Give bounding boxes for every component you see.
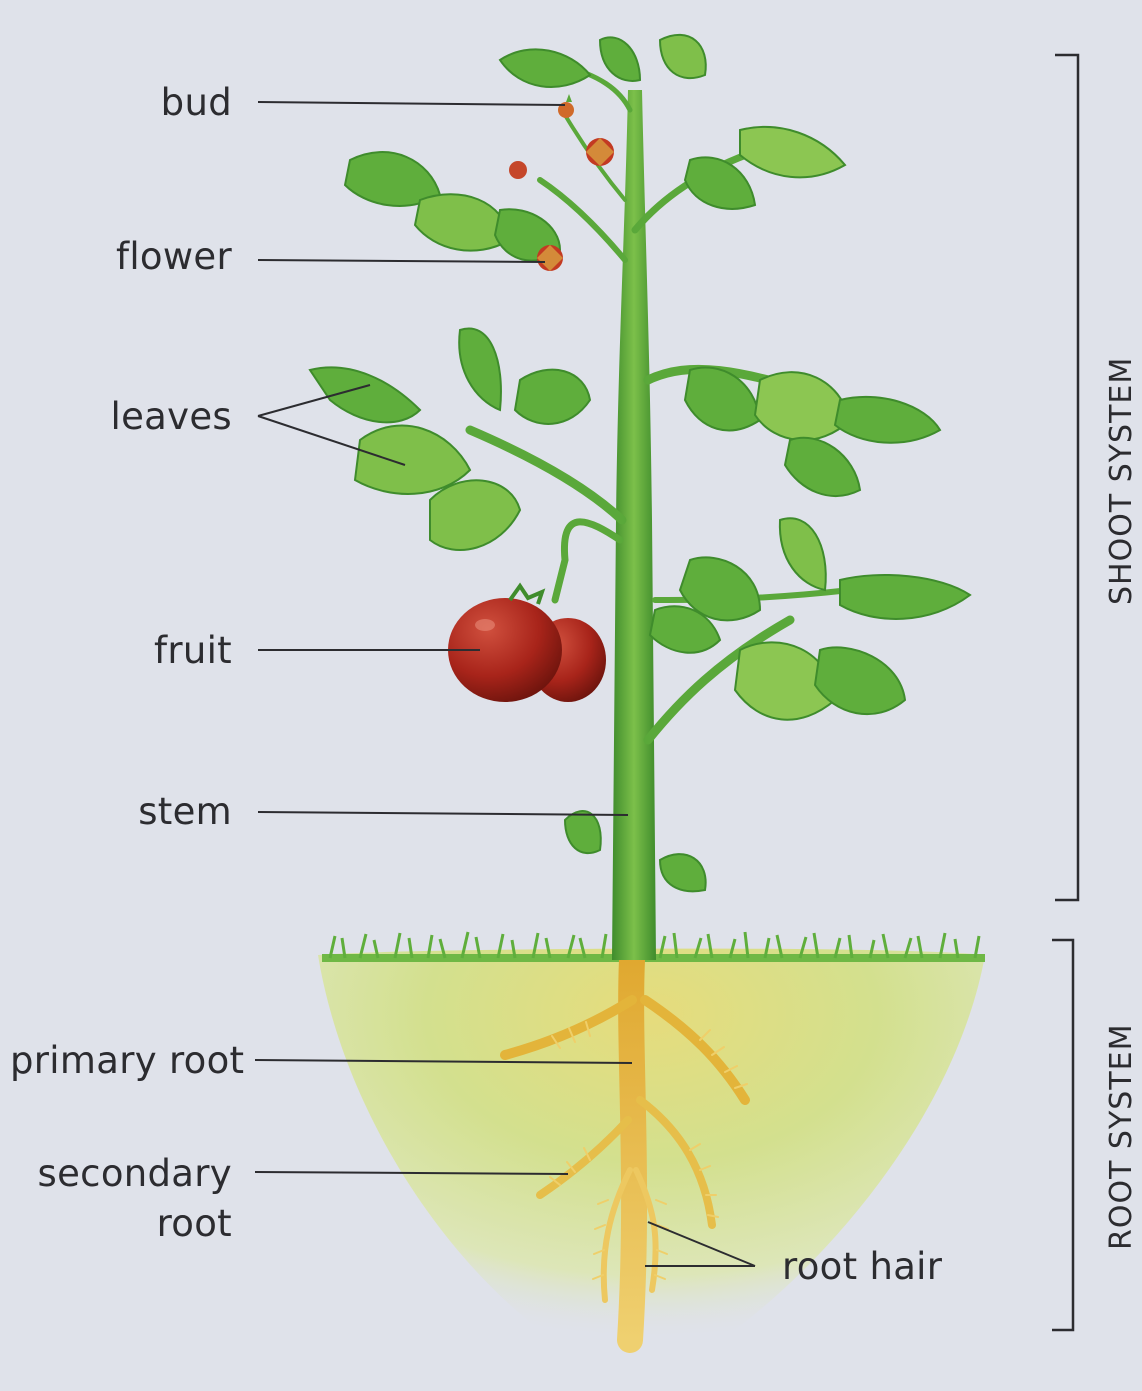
root-hair-label: root hair [782,1248,942,1285]
root-system-label: ROOT SYSTEM [1104,1023,1139,1250]
leaves-label: leaves [110,398,232,435]
soil [318,949,985,1385]
flower-leader-line [258,260,545,262]
flower-label: flower [110,238,232,275]
shoot-system-bracket [1055,55,1078,900]
stem-label: stem [120,793,232,830]
shoot-system-label: SHOOT SYSTEM [1104,357,1139,605]
primary-root-label: primary root [10,1042,232,1079]
stem [612,90,656,960]
secondary-root-label-line1: secondary [20,1155,232,1192]
tomato-fruit [448,586,606,702]
secondary-root-label-line2: root [20,1205,232,1242]
bud-leader-line [258,102,565,105]
fruit-label: fruit [120,632,232,669]
system-brackets [1052,55,1078,1330]
root-system-bracket [1052,940,1073,1330]
bud-label: bud [150,84,232,121]
